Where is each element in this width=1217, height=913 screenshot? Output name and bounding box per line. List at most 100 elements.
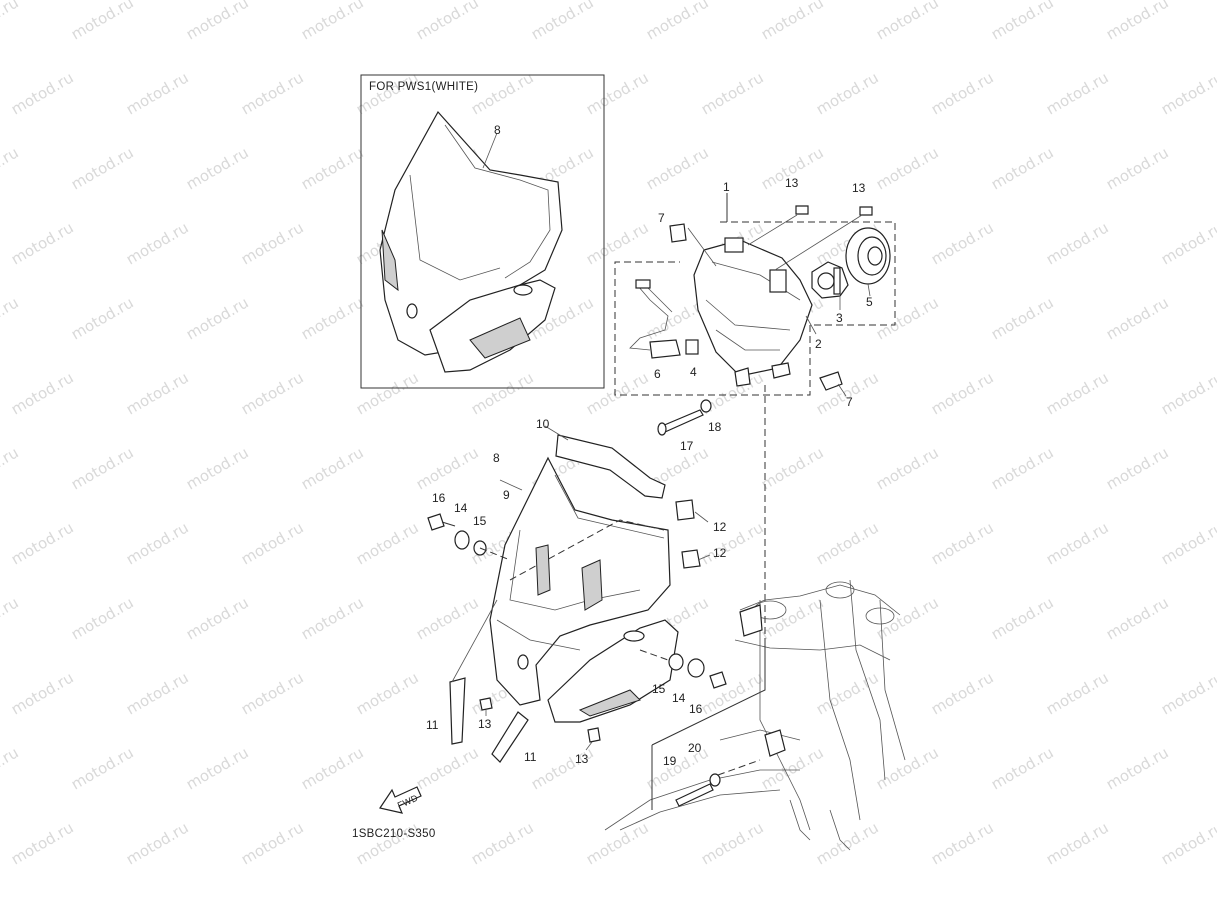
callout-7-lower: 7 [846,395,853,409]
watermark-text: motod.ru [123,818,192,868]
watermark-text: motod.ru [183,143,252,193]
watermark-text: motod.ru [1158,218,1217,268]
watermark-text: motod.ru [413,0,482,43]
watermark-text: motod.ru [583,218,652,268]
watermark-text: motod.ru [238,218,307,268]
callout-labels: 1 2 3 4 5 6 7 7 8 8 9 10 11 11 12 12 13 … [426,123,873,768]
watermark-text: motod.ru [928,368,997,418]
watermark-text: motod.ru [1103,593,1172,643]
headlight-cowl [427,425,727,763]
watermark-text: motod.ru [353,818,422,868]
watermark-text: motod.ru [813,68,882,118]
watermark-text: motod.ru [698,68,767,118]
watermark-text: motod.ru [123,218,192,268]
watermark-text: motod.ru [183,0,252,43]
callout-5: 5 [866,295,873,309]
callout-8-main: 8 [493,451,500,465]
watermark-text: motod.ru [183,593,252,643]
callout-18: 18 [708,420,722,434]
watermark-text: motod.ru [873,743,942,793]
inset-caption: FOR PWS1(WHITE) [369,81,478,93]
watermark-text: motod.ru [68,743,137,793]
watermark-text: motod.ru [928,668,997,718]
watermark-text: motod.ru [1043,218,1112,268]
watermark-text: motod.ru [298,593,367,643]
watermark-text: motod.ru [988,593,1057,643]
watermark-text: motod.ru [298,143,367,193]
watermark-text: motod.ru [873,0,942,43]
watermark-text: motod.ru [528,0,597,43]
watermark-text: motod.ru [988,443,1057,493]
watermark-text: motod.ru [1043,68,1112,118]
callout-14-right: 14 [672,691,686,705]
watermark-text: motod.ru [583,68,652,118]
watermark-text: motod.ru [353,518,422,568]
callout-19: 19 [663,754,677,768]
watermark-text: motod.ru [583,818,652,868]
callout-16-left: 16 [432,491,446,505]
watermark-text: motod.ru [698,818,767,868]
watermark-text: motod.ru [873,293,942,343]
watermark-text: motod.ru [988,0,1057,43]
watermark-text: motod.ru [698,518,767,568]
watermark-text: motod.ru [183,743,252,793]
fwd-arrow-icon: FWD [379,786,422,814]
callout-15-right: 15 [652,682,666,696]
watermark-text: motod.ru [758,0,827,43]
watermark-text: motod.ru [353,668,422,718]
watermark-text: motod.ru [468,68,537,118]
inset-frame [360,74,605,389]
callout-15-left: 15 [473,514,487,528]
watermark-text: motod.ru [1158,668,1217,718]
callout-11-right: 11 [524,750,537,764]
watermark-text: motod.ru [1158,518,1217,568]
watermark-text: motod.ru [298,0,367,43]
watermark-text: motod.ru [1158,68,1217,118]
watermark-text: motod.ru [1103,143,1172,193]
watermark-text: motod.ru [0,743,22,793]
watermark-text: motod.ru [298,443,367,493]
watermark-text: motod.ru [123,368,192,418]
callout-9: 9 [503,488,510,502]
watermark-text: motod.ru [8,668,77,718]
watermark-text: motod.ru [238,818,307,868]
watermark-text: motod.ru [1158,818,1217,868]
watermark-text: motod.ru [8,518,77,568]
watermark-text: motod.ru [988,293,1057,343]
cowl-body-part-8 [489,456,671,706]
watermark-text: motod.ru [928,68,997,118]
callout-13-bottom-right: 13 [575,752,589,766]
watermark-text: motod.ru [758,443,827,493]
watermark-text: motod.ru [528,743,597,793]
watermark-text: motod.ru [123,518,192,568]
callout-14-left: 14 [454,501,468,515]
callout-2: 2 [815,337,822,351]
callout-11-left: 11 [426,718,439,732]
watermark-text: motod.ru [8,368,77,418]
watermark-text: motod.ru [873,593,942,643]
callout-7-upper: 7 [658,211,665,225]
callout-12-lower: 12 [713,546,727,560]
watermark-text: motod.ru [0,0,22,43]
callout-1: 1 [723,180,730,194]
watermark-text: motod.ru [413,743,482,793]
callout-13-bottom-left: 13 [478,717,492,731]
watermark-text: motod.ru [988,743,1057,793]
watermark-text: motod.ru [238,68,307,118]
watermark-text: motod.ru [1158,368,1217,418]
watermark-text: motod.ru [183,293,252,343]
watermark-text: motod.ru [68,593,137,643]
watermark-text: motod.ru [123,668,192,718]
callout-13-top-left: 13 [785,176,799,190]
watermark-text: motod.ru [583,368,652,418]
watermark-text: motod.ru [1103,293,1172,343]
diagram-code: 1SBC210-S350 [352,828,436,840]
callout-12-upper: 12 [713,520,727,534]
watermark-text: motod.ru [1043,368,1112,418]
watermark-text: motod.ru [1103,743,1172,793]
watermark-text: motod.ru [238,518,307,568]
watermark-text: motod.ru [0,443,22,493]
watermark-text: motod.ru [413,443,482,493]
watermark-text: motod.ru [238,668,307,718]
